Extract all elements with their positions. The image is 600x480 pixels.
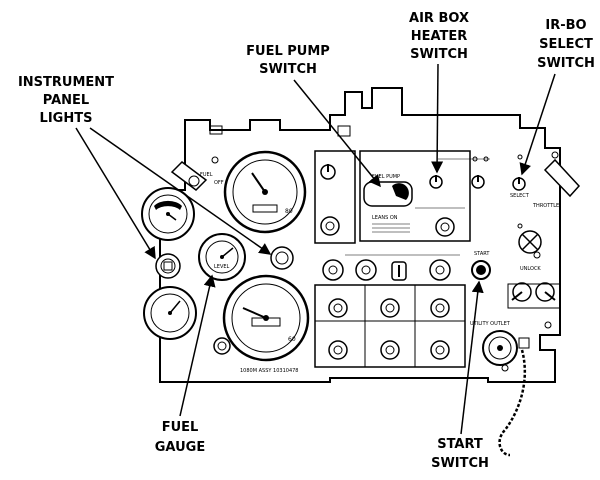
toggle-switch-icon[interactable] xyxy=(471,175,485,189)
toggle-switch-icon[interactable] xyxy=(511,282,532,302)
ir-bo-select-callout: IR-BO SELECT SWITCH xyxy=(537,18,595,71)
gauge-icon xyxy=(143,286,197,340)
toggle-switch-icon[interactable] xyxy=(380,340,400,360)
panel-outline xyxy=(159,87,561,383)
lower-gauge-value: 60 xyxy=(288,336,296,343)
arrow-fuel-pump xyxy=(293,79,381,188)
callout-fuel-pump-line1: FUEL PUMP xyxy=(246,44,330,59)
gauge-icon xyxy=(141,187,195,241)
arrow-fuel-gauge xyxy=(179,274,216,417)
arrow-panel-lights-left xyxy=(75,127,156,260)
lower-switch-block xyxy=(314,284,466,368)
fuel-lever[interactable]: FUEL OFF xyxy=(170,161,224,191)
toggle-switch-icon[interactable] xyxy=(355,259,377,281)
toggle-switch-icon[interactable] xyxy=(430,298,450,318)
indicator-light-icon[interactable] xyxy=(270,246,294,270)
knob-icon[interactable] xyxy=(213,337,231,355)
fuel-pump-switch[interactable]: FUEL PUMP xyxy=(363,174,413,207)
throttle-label: THROTTLE xyxy=(532,203,559,209)
fuel-pump-switch-callout: FUEL PUMP SWITCH xyxy=(246,44,330,77)
instrument-panel-lights-callout: INSTRUMENT PANEL LIGHTS xyxy=(18,75,114,126)
callout-fuel-gauge-line1: FUEL xyxy=(162,420,199,435)
toggle-switch-icon[interactable] xyxy=(320,164,336,180)
air-box-heater-switch[interactable] xyxy=(429,175,443,189)
lean-on-label: LEANS ON xyxy=(372,215,398,221)
utility-outlet-icon[interactable]: UTILITY OUTLET xyxy=(470,321,530,366)
ir-bo-select-switch[interactable]: SELECT xyxy=(510,177,530,199)
callout-fuel-pump-line2: SWITCH xyxy=(259,62,317,77)
fuel-gauge-icon: LEVEL xyxy=(198,233,246,281)
callout-air-box-line1: AIR BOX xyxy=(409,11,469,26)
arrow-start xyxy=(460,280,484,435)
toggle-switch-icon[interactable] xyxy=(391,261,407,281)
start-button[interactable]: START xyxy=(471,251,491,280)
callout-ir-bo-line2: SELECT xyxy=(539,37,593,52)
utility-outlet-label: UTILITY OUTLET xyxy=(470,321,511,327)
select-label: SELECT xyxy=(510,193,530,199)
speed-gauge-value: 80 xyxy=(285,208,293,215)
tach-gauge-icon: 60 xyxy=(222,274,310,362)
callout-air-box-line3: SWITCH xyxy=(410,47,468,62)
left-switch-block xyxy=(314,150,356,244)
indicator-light-icon[interactable] xyxy=(155,253,181,279)
toggle-switch-icon[interactable] xyxy=(435,217,455,237)
callout-instrument-line3: LIGHTS xyxy=(40,111,93,126)
toggle-switch-icon[interactable] xyxy=(320,216,340,236)
arrow-ir-bo xyxy=(519,73,556,176)
outlet-chain xyxy=(498,349,526,457)
toggle-switch-icon[interactable] xyxy=(328,298,348,318)
throttle-lever[interactable]: THROTTLE xyxy=(532,158,581,209)
toggle-switch-icon[interactable] xyxy=(380,298,400,318)
callout-start-line1: START xyxy=(437,437,483,452)
start-switch-callout: START SWITCH xyxy=(431,437,489,471)
panel-assy-label: 1080M ASSY 10310478 xyxy=(240,368,299,374)
callout-fuel-gauge-line2: GAUGE xyxy=(155,440,205,455)
toggle-switch-icon[interactable] xyxy=(322,259,344,281)
fuel-gauge-callout: FUEL GAUGE xyxy=(155,420,205,455)
fuel-off-label: OFF xyxy=(214,180,224,186)
fuel-pump-box-label: FUEL PUMP xyxy=(372,174,400,180)
unlock-label: UNLOCK xyxy=(520,266,541,272)
callout-ir-bo-line3: SWITCH xyxy=(537,56,595,71)
fuel-gauge-level-label: LEVEL xyxy=(214,264,230,270)
callout-ir-bo-line1: IR-BO xyxy=(545,18,586,33)
fuel-pump-block xyxy=(359,150,471,242)
arrow-air-box xyxy=(431,63,444,174)
toggle-switch-icon[interactable] xyxy=(429,259,451,281)
fuel-lever-label: FUEL xyxy=(200,172,213,178)
toggle-switch-icon[interactable] xyxy=(328,340,348,360)
arrow-panel-lights-right xyxy=(89,127,272,255)
callout-air-box-line2: HEATER xyxy=(411,29,468,44)
toggle-switch-icon[interactable] xyxy=(535,282,556,302)
toggle-switch-icon[interactable] xyxy=(430,340,450,360)
air-box-heater-callout: AIR BOX HEATER SWITCH xyxy=(409,11,469,62)
callout-start-line2: SWITCH xyxy=(431,456,489,471)
start-panel-label: START xyxy=(474,251,490,257)
callout-instrument-line1: INSTRUMENT xyxy=(18,75,114,90)
callout-instrument-line2: PANEL xyxy=(43,93,89,108)
unlock-switch[interactable]: UNLOCK xyxy=(518,230,542,272)
speed-gauge-icon: 80 xyxy=(223,150,307,234)
